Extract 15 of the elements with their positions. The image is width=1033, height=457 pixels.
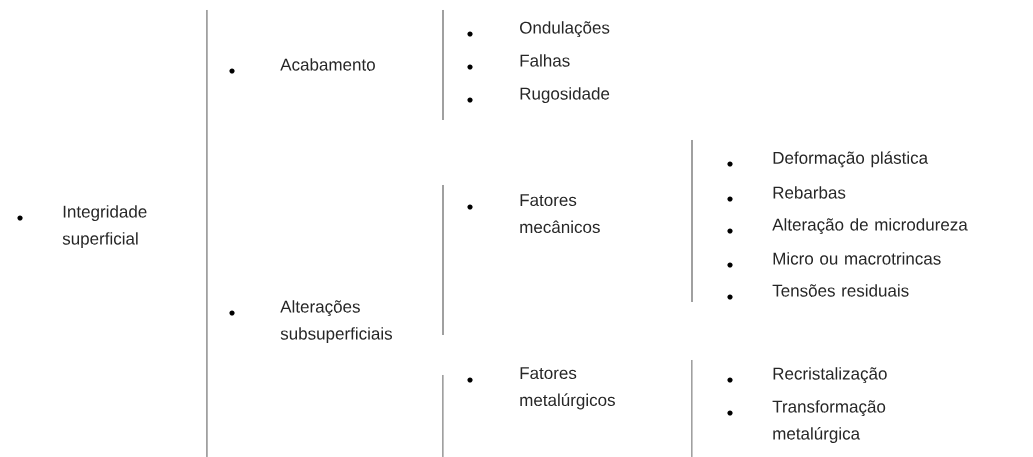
list-item: Rebarbas — [727, 186, 846, 202]
list-item: Alteração de microdureza — [727, 218, 968, 235]
list-item: Transformação metalúrgica — [727, 400, 886, 443]
list-item: Rugosidade — [467, 87, 610, 104]
list-item: Falhas — [467, 54, 570, 70]
list-item: Tensões residuais — [727, 284, 909, 300]
list-item: Fatores mecânicos — [467, 194, 600, 234]
list-item: Alterações subsuperficiais — [229, 300, 392, 344]
list-item: Micro ou macrotrincas — [727, 252, 941, 268]
list-item: Fatores metalúrgicos — [467, 367, 615, 410]
list-item: Deformação plástica — [727, 151, 929, 168]
list-item: Recristalização — [727, 367, 887, 384]
list-item: Ondulações — [467, 21, 610, 38]
list-item: Integridade superficial — [17, 205, 147, 249]
list-item: Acabamento — [229, 58, 375, 74]
